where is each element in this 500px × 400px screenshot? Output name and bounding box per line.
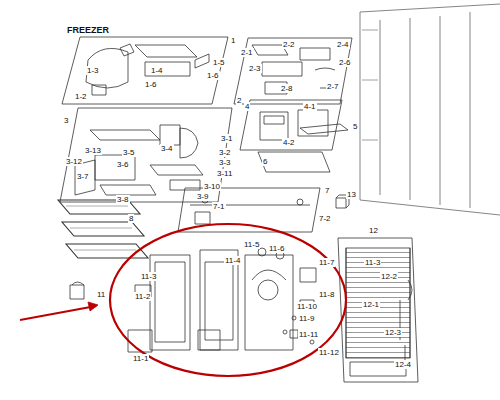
callout-number: 3-7 (76, 172, 90, 181)
callout-number: 3-8 (116, 195, 130, 204)
callout-number: 7-2 (318, 214, 332, 223)
callout-number: 3-10 (203, 182, 221, 191)
callout-number: 13 (346, 190, 357, 199)
callout-number: 8 (128, 214, 134, 223)
callout-number: 12-3 (384, 328, 402, 337)
callout-number: 11-1 (132, 354, 149, 363)
callout-number: 11 (96, 290, 106, 299)
callout-number: 3 (63, 116, 69, 125)
callout-number: 11-9 (298, 314, 315, 323)
callout-number: 2-2 (282, 40, 296, 49)
callout-number: 5 (352, 122, 358, 131)
callout-number: 1-6 (144, 80, 158, 89)
callout-number: 3-5 (122, 148, 136, 157)
callout-number: 12-1 (362, 300, 380, 309)
callout-number: 3-3 (218, 158, 232, 167)
callout-number: 11-12 (318, 348, 340, 357)
callout-number: 4-1 (303, 102, 317, 111)
callout-number: 11-3 (140, 272, 157, 281)
callout-number: 3-6 (116, 160, 130, 169)
callout-number: 6 (262, 157, 268, 166)
callout-number: 2-1 (240, 48, 254, 57)
callout-number: 2-3 (248, 64, 262, 73)
callout-number: 12 (368, 226, 379, 235)
callout-number: 7-1 (212, 202, 226, 211)
callout-number: 1-3 (86, 66, 100, 75)
callout-number: 3-9 (196, 192, 210, 201)
callout-number: 4 (244, 102, 250, 111)
callout-number: 1-4 (150, 66, 164, 75)
callout-number: 2-4 (336, 40, 350, 49)
callout-number: 1-2 (74, 92, 88, 101)
callout-number: 11-4 (224, 256, 241, 265)
callout-number: 3-11 (216, 169, 233, 178)
callout-number: 2 (236, 96, 242, 105)
callout-number: 1-5 (212, 58, 226, 67)
callout-number: 2-8 (280, 84, 294, 93)
callout-number: 11-10 (296, 302, 318, 311)
callout-number: 1-6 (206, 71, 220, 80)
callout-number: 11-3 (364, 258, 381, 267)
callout-number: 2-7 (326, 82, 340, 91)
section-title: FREEZER (66, 26, 110, 35)
callout-number: 2-6 (338, 58, 352, 67)
callout-number: 11-7 (318, 258, 335, 267)
callout-number: 1 (230, 36, 236, 45)
callout-number: 11-5 (243, 240, 260, 249)
callout-number: 11-8 (318, 290, 335, 299)
callout-number: 4-2 (282, 138, 296, 147)
callout-number: 3-4 (160, 144, 174, 153)
callout-number: 11-6 (268, 244, 285, 253)
callout-number: 3-1 (220, 134, 234, 143)
callout-number: 11-2 (134, 292, 151, 301)
callout-number: 3-13 (84, 146, 102, 155)
callout-number: 12-4 (394, 360, 412, 369)
callout-number: 3-12 (65, 157, 83, 166)
callout-number: 12-2 (380, 272, 398, 281)
callout-number: 7 (324, 186, 330, 195)
callout-number: 3-2 (218, 148, 232, 157)
callout-number: 11-11 (298, 330, 319, 339)
